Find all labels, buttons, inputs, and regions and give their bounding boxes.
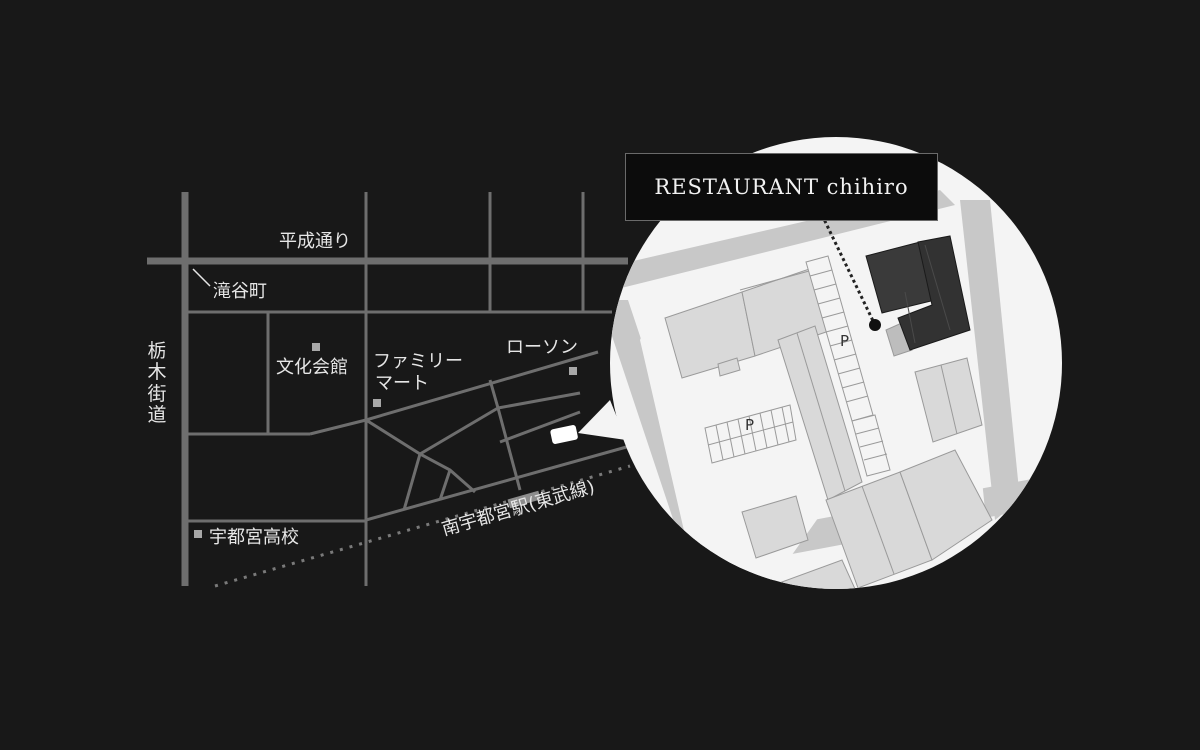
utsunomiya-high-marker — [194, 530, 202, 538]
restaurant-leader-line — [820, 214, 877, 326]
restaurant-building[interactable] — [865, 235, 971, 351]
lawson-label: ローソン — [506, 337, 578, 358]
parking-label-1: P — [840, 332, 850, 350]
parking-label-2: P — [745, 416, 755, 434]
restaurant-pin — [869, 319, 881, 331]
familymart-label-2: マート — [375, 373, 429, 394]
restaurant-marker[interactable] — [550, 424, 579, 444]
bunka-kaikan-label: 文化会館 — [276, 357, 348, 378]
takinoyacho-leader — [192, 268, 211, 287]
street-grid — [147, 192, 631, 586]
lawson-marker — [569, 367, 577, 375]
utsunomiya-high-label: 宇都宮高校 — [209, 527, 299, 548]
bunka-kaikan-marker — [312, 343, 320, 351]
callout-pointer — [578, 400, 626, 440]
heisei-dori-label: 平成通り — [279, 231, 351, 252]
tobu-railway — [214, 464, 631, 588]
restaurant-title: RESTAURANT chihiro — [625, 153, 938, 221]
familymart-label-1: ファミリー — [373, 351, 463, 372]
station-marker — [507, 490, 541, 509]
zoom-road-right — [960, 200, 1020, 520]
familymart-marker — [373, 399, 381, 407]
takinoyacho-label: 滝谷町 — [213, 281, 267, 302]
tochigi-kaido-label: 栃木街道 — [147, 340, 167, 426]
